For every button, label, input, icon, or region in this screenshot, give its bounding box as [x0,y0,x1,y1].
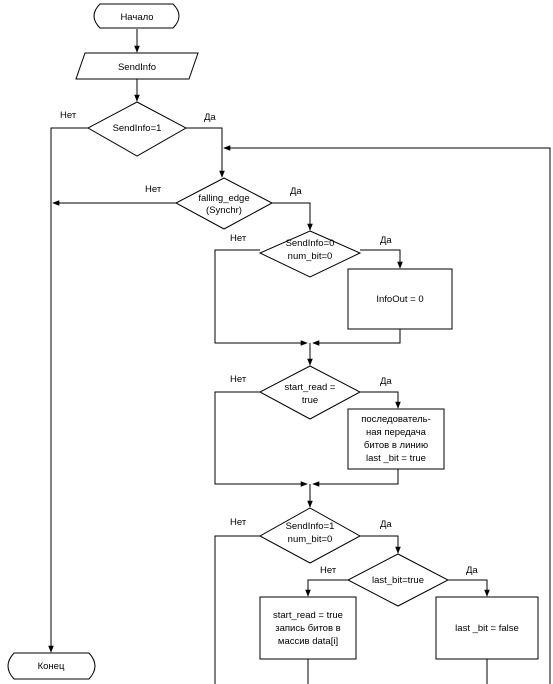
process-last-bit-false: last _bit = false [435,596,539,660]
decision-start-read: start_read = true [258,365,362,420]
decision-sendinfo-label: SendInfo=1 [113,123,162,134]
process-serial-line2: ная передача [366,427,427,438]
label-no-2: Нет [145,184,162,195]
process-serial-line4: last _bit = true [366,453,426,464]
label-no-5: Нет [230,517,247,528]
decision-falling-edge-line1: falling_edge [198,193,249,204]
end-terminator: Конец [7,652,96,680]
process-last-bit-false-label: last _bit = false [455,623,519,634]
decision-last-bit: last_bit=true [346,553,450,607]
process-write-line2: запись битов в [275,623,340,634]
process-write-line3: массив data[i] [278,636,338,647]
decision-sendinfo1-numbit0: SendInfo=1 num_bit=0 [258,507,362,564]
decision-falling-edge: falling_edge (Synchr) [174,177,274,230]
decision-sendinfo1-line2: num_bit=0 [288,534,333,545]
label-no-4: Нет [230,374,247,385]
process-serial-transfer: последователь- ная передача битов в лини… [347,408,445,470]
connectors [48,29,551,684]
process-start-read-write: start_read = true запись битов в массив … [259,596,357,660]
decision-sendinfo0-line2: num_bit=0 [288,251,333,262]
process-infoout: InfoOut = 0 [347,268,453,330]
decision-start-read-line2: true [302,395,318,406]
label-yes-3: Да [380,235,392,246]
label-no-1: Нет [60,110,77,121]
decision-sendinfo0-numbit0: SendInfo=0 num_bit=0 [258,230,362,278]
label-no-3: Нет [230,233,247,244]
decision-falling-edge-line2: (Synchr) [206,205,242,216]
decision-sendinfo: SendInfo=1 [86,101,188,157]
start-terminator: Начало [93,3,180,29]
process-serial-line3: битов в линию [364,440,428,451]
end-label: Конец [38,661,65,672]
sendinfo-label: SendInfo [118,62,156,73]
start-label: Начало [120,12,153,23]
label-yes-6: Да [466,565,478,576]
label-yes-5: Да [380,519,392,530]
decision-last-bit-label: last_bit=true [372,575,424,586]
label-no-6: Нет [320,565,337,576]
label-yes-2: Да [290,186,302,197]
label-yes-1: Да [204,112,216,123]
decision-start-read-line1: start_read = [285,382,336,393]
process-write-line1: start_read = true [273,610,343,621]
decision-sendinfo0-line1: SendInfo=0 [286,238,335,249]
label-yes-4: Да [380,376,392,387]
process-infoout-label: InfoOut = 0 [376,294,423,305]
sendinfo-io: SendInfo [75,52,199,80]
decision-sendinfo1-line1: SendInfo=1 [286,521,335,532]
process-serial-line1: последователь- [361,414,431,425]
